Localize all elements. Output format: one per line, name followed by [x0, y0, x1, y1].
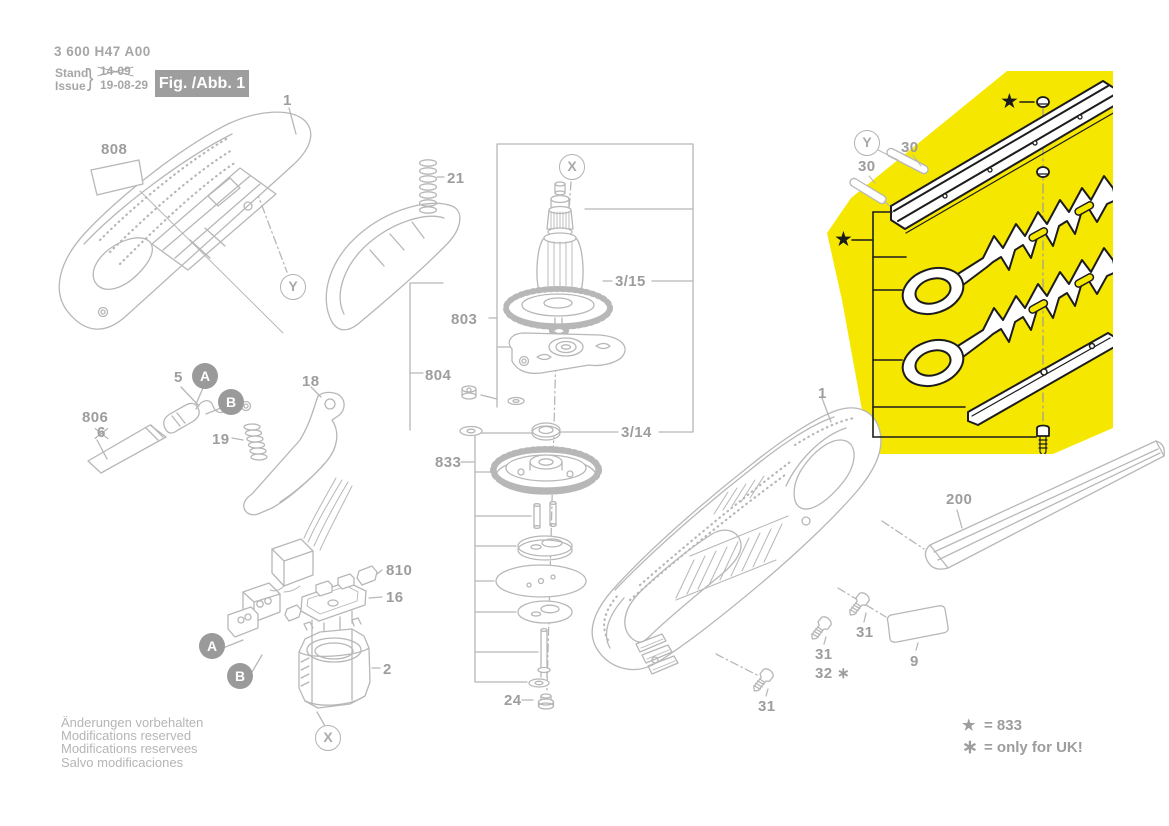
small-parts-drawing — [459, 385, 561, 441]
label-plate-9-drawing — [886, 605, 949, 651]
cable-gland-drawing — [87, 386, 252, 474]
stator-drawing — [298, 617, 371, 727]
spring-21-drawing — [418, 159, 445, 214]
guide-rail-drawing — [890, 80, 1113, 234]
top-housing-drawing — [58, 107, 312, 334]
blade-assembly-drawing — [851, 80, 1113, 454]
brush-plate-drawing — [284, 565, 383, 669]
shell-half-drawing — [325, 202, 461, 331]
screws-31-drawing — [748, 590, 872, 697]
gear-stack-833-drawing — [490, 446, 602, 710]
blade-fasteners-drawing — [1036, 96, 1050, 454]
bracket-lines — [409, 143, 694, 701]
blade-back-plate-drawing — [967, 332, 1113, 426]
blade-bracket-lines — [851, 101, 1037, 438]
pins-30-drawing — [849, 147, 929, 209]
bottom-housing-drawing — [591, 397, 882, 675]
switch-cluster-drawing — [222, 477, 353, 673]
bearing-plate-803-drawing — [508, 332, 626, 375]
blade-guard-drawing — [924, 440, 1165, 570]
armature-drawing — [503, 181, 613, 347]
lever-18-drawing — [231, 386, 345, 516]
cutter-blades-drawing — [901, 175, 1113, 388]
gray-line-art — [58, 107, 1165, 727]
